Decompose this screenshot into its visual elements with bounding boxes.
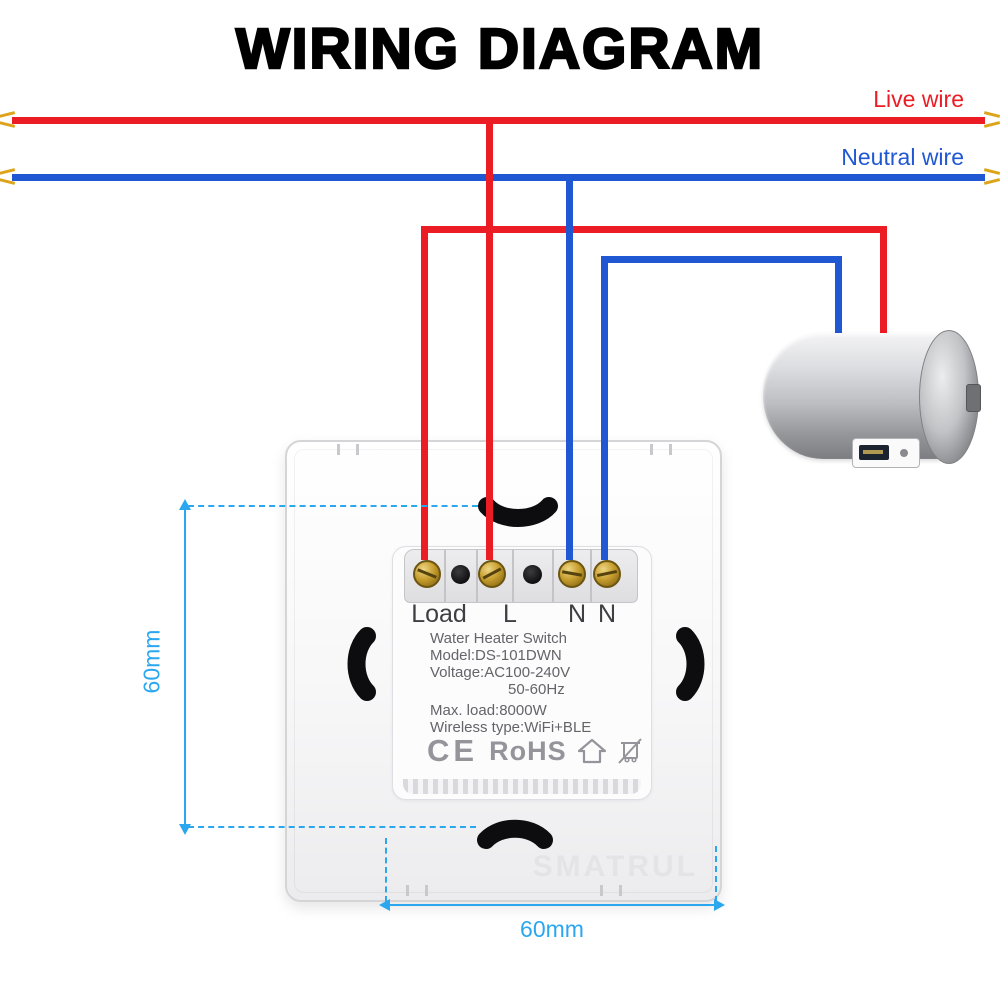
wire-to-N2-terminal	[601, 256, 608, 560]
terminal-screw-load	[413, 560, 441, 588]
wire-tip	[983, 121, 1000, 128]
terminal-divider	[552, 550, 554, 602]
terminal-screw-N2	[593, 560, 621, 588]
terminal-divider	[590, 550, 592, 602]
dimension-arrow-right	[714, 899, 725, 911]
live-wire-line	[12, 117, 985, 124]
ce-mark: CE	[427, 733, 479, 768]
terminal-hole	[451, 565, 470, 584]
certification-row: CE RoHS	[427, 733, 643, 769]
wire-tip	[983, 168, 1000, 175]
dimension-extension-line	[385, 838, 387, 902]
dimension-extension-line	[188, 505, 478, 507]
terminal-hole	[523, 565, 542, 584]
terminal-label-L: L	[503, 600, 517, 628]
live-wire-label: Live wire	[873, 86, 964, 112]
width-dimension-label: 60mm	[520, 916, 584, 942]
terminal-label-N2: N	[597, 600, 617, 628]
water-heater-fitting	[966, 384, 981, 412]
dimension-extension-line	[188, 826, 476, 828]
plate-inner-edge	[294, 449, 713, 893]
terminal-divider	[444, 550, 446, 602]
dimension-arrow-left	[379, 899, 390, 911]
wire-live-to-heater	[880, 226, 887, 346]
module-heatsink-ridges	[403, 779, 641, 794]
terminal-divider	[512, 550, 514, 602]
terminal-label-load: Load	[411, 600, 467, 628]
page-title: WIRING DIAGRAM	[235, 16, 765, 83]
wire-neutral-to-N-terminal	[566, 174, 573, 560]
mounting-slot	[337, 444, 359, 455]
product-spec-text: Water Heater Switch Model:DS-101DWN Volt…	[430, 630, 630, 736]
wire-neutral-to-heater	[835, 256, 842, 346]
terminal-screw-L	[478, 560, 506, 588]
heater-display	[859, 445, 889, 460]
brand-watermark: SMATRUL	[532, 850, 698, 883]
spec-line: 50-60Hz	[508, 681, 565, 698]
heater-button	[900, 449, 908, 457]
height-dimension-line	[184, 509, 186, 825]
terminal-divider	[476, 550, 478, 602]
rohs-mark: RoHS	[489, 735, 567, 766]
spec-line: Water Heater Switch	[430, 630, 567, 647]
spec-line: Wireless type:WiFi+BLE	[430, 719, 592, 736]
wire-tip	[983, 111, 1000, 118]
dimension-arrow-up	[179, 499, 191, 510]
dimension-arrow-down	[179, 824, 191, 835]
wire-live-to-L-terminal	[486, 117, 493, 560]
terminal-screw-N1	[558, 560, 586, 588]
crossed-bin-icon	[617, 738, 642, 764]
wire-to-load-terminal	[421, 226, 428, 560]
mounting-slot	[600, 885, 622, 896]
neutral-wire-line	[12, 174, 985, 181]
spec-line: Model:DS-101DWN	[430, 647, 562, 664]
neutral-wire-label: Neutral wire	[841, 144, 964, 170]
switch-back-plate: Load L N N Water Heater Switch Model:DS-…	[285, 440, 722, 902]
terminal-label-N1: N	[567, 600, 587, 628]
dimension-extension-line	[715, 846, 717, 902]
width-dimension-line	[389, 904, 715, 906]
height-dimension-label: 60mm	[138, 629, 165, 694]
spec-line: Voltage:AC100-240V	[430, 664, 571, 681]
spec-line: Max. load:8000W	[430, 702, 547, 719]
wire-N-to-heater-horizontal	[601, 256, 842, 263]
house-icon	[577, 738, 606, 764]
mounting-slot	[650, 444, 672, 455]
water-heater-control-panel	[852, 438, 920, 468]
mounting-slot	[406, 885, 428, 896]
wire-load-to-heater-horizontal	[421, 226, 887, 233]
water-heater	[763, 330, 981, 470]
wire-tip	[983, 178, 1000, 185]
